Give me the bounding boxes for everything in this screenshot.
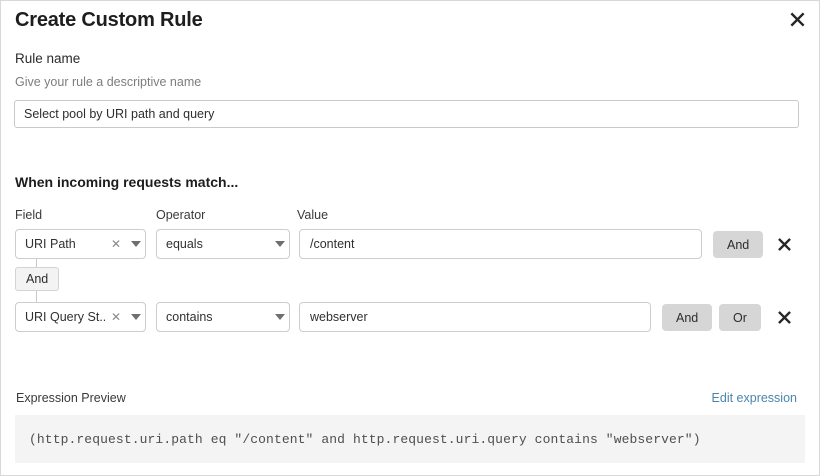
column-label-operator: Operator	[156, 208, 206, 222]
and-button-row-2[interactable]: And	[662, 304, 713, 331]
chevron-down-icon[interactable]	[271, 241, 289, 247]
condition-row: URI Query St... ✕ contains And Or	[1, 302, 819, 332]
match-section-heading: When incoming requests match...	[15, 174, 239, 190]
chevron-down-icon[interactable]	[271, 314, 289, 320]
expression-preview-label: Expression Preview	[16, 391, 126, 405]
condition-row: URI Path ✕ equals And	[1, 229, 819, 259]
close-icon[interactable]	[785, 7, 809, 31]
chevron-down-icon[interactable]	[127, 241, 145, 247]
rule-name-label: Rule name	[15, 51, 81, 66]
edit-expression-link[interactable]: Edit expression	[711, 391, 797, 405]
or-button-row-2[interactable]: Or	[719, 304, 761, 331]
expression-preview-box: (http.request.uri.path eq "/content" and…	[15, 415, 805, 463]
operator-select-row-2[interactable]: contains	[156, 302, 290, 332]
rule-name-help-text: Give your rule a descriptive name	[15, 75, 202, 89]
connector-and-badge[interactable]: And	[15, 267, 60, 291]
clear-icon[interactable]: ✕	[110, 310, 121, 324]
field-select-row-2[interactable]: URI Query St... ✕	[15, 302, 146, 332]
field-select-value-row-1: URI Path	[25, 237, 76, 251]
value-input-row-2[interactable]	[299, 302, 651, 332]
delete-row-icon-row-1[interactable]	[774, 234, 794, 254]
page-title: Create Custom Rule	[15, 9, 203, 31]
value-input-row-1[interactable]	[299, 229, 702, 259]
and-button-row-1[interactable]: And	[713, 231, 764, 258]
clear-icon[interactable]: ✕	[110, 237, 121, 251]
expression-preview-code: (http.request.uri.path eq "/content" and…	[29, 431, 701, 447]
column-label-field: Field	[15, 208, 43, 222]
operator-select-row-1[interactable]: equals	[156, 229, 290, 259]
operator-select-value-row-1: equals	[166, 237, 203, 251]
column-label-value: Value	[297, 208, 329, 222]
row-connector: And	[15, 259, 135, 305]
operator-select-value-row-2: contains	[166, 310, 213, 324]
chevron-down-icon[interactable]	[127, 314, 145, 320]
field-select-value-row-2: URI Query St...	[25, 310, 105, 324]
field-select-row-1[interactable]: URI Path ✕	[15, 229, 146, 259]
rule-name-input[interactable]	[14, 100, 799, 128]
delete-row-icon-row-2[interactable]	[774, 307, 794, 327]
